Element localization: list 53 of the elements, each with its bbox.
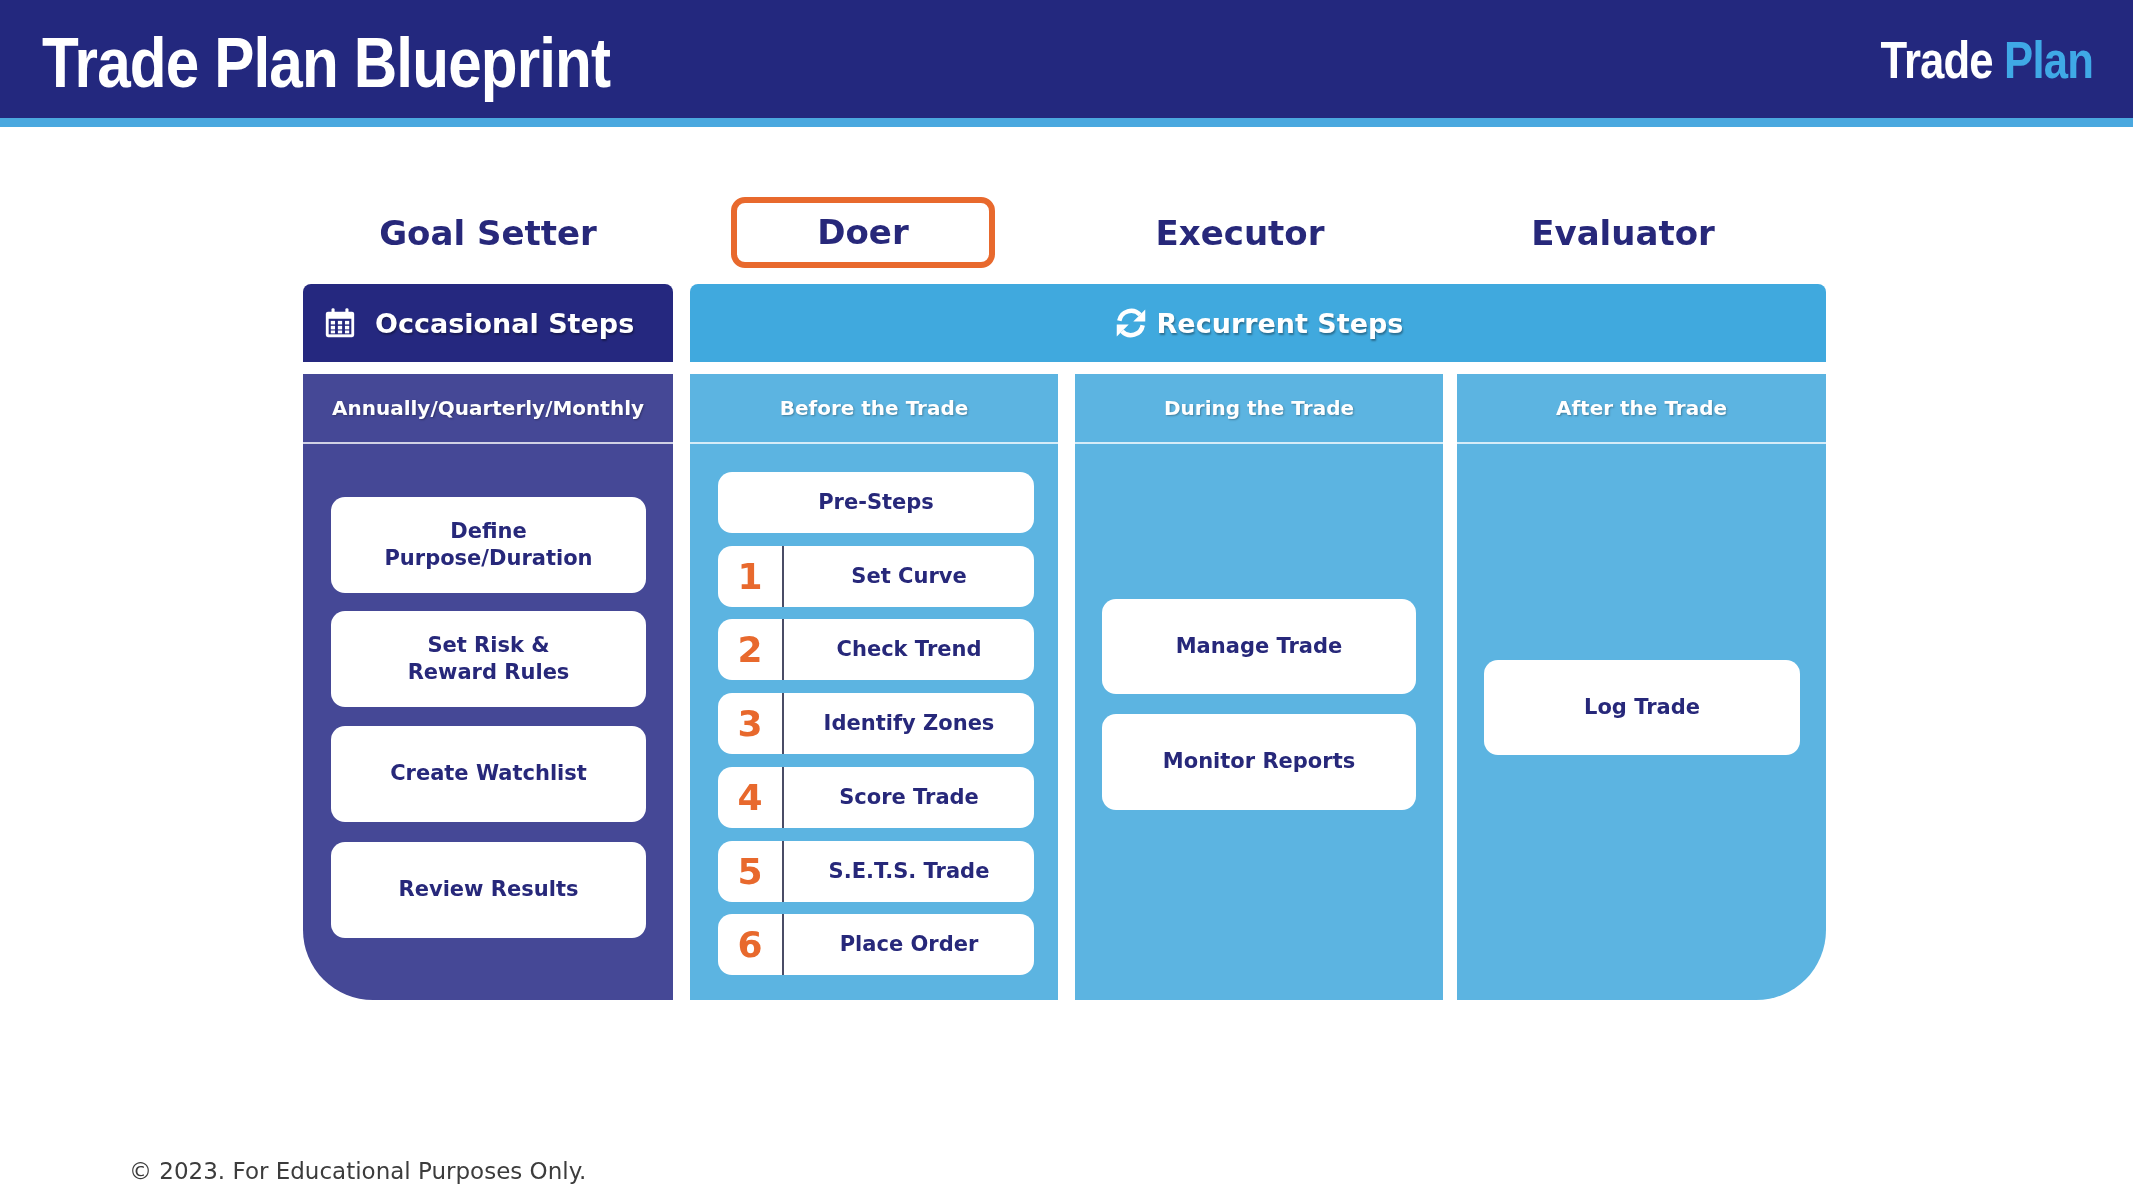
role-heading: Doer [817,212,909,253]
step-card [331,611,646,707]
step-label: S.E.T.S. Trade [828,857,990,885]
column-panel [690,374,1058,1000]
copyright-note: © 2023. For Educational Purposes Only. [129,1158,587,1186]
step-label: Pre-Steps [818,488,934,516]
step-label: Define Purpose/Duration [383,517,594,572]
step-label: Monitor Reports [1162,748,1356,776]
column-panel [1075,374,1443,1000]
highlight-frame [731,197,995,268]
column-heading: Annually/Quarterly/Monthly [331,396,645,420]
step-card [718,693,1034,754]
step-label: Set Curve [851,562,967,590]
step-label: Score Trade [839,783,979,811]
step-number: 1 [737,558,763,595]
column-panel [303,374,673,1000]
step-label: Check Trend [836,635,982,663]
step-number: 6 [737,926,763,963]
step-label: Review Results [398,876,579,904]
step-number: 3 [737,705,763,742]
step-card [1484,660,1800,755]
step-card [331,842,646,938]
step-number: 5 [737,853,763,890]
step-card [331,497,646,593]
step-card [718,546,1034,607]
role-heading: Evaluator [1531,212,1715,254]
step-label: Manage Trade [1175,632,1343,660]
role-heading: Executor [1155,212,1325,254]
column-heading: After the Trade [1555,396,1728,420]
step-card [1102,714,1416,810]
step-number: 4 [737,779,763,816]
step-card [718,914,1034,975]
step-card [1102,599,1416,694]
section-title: Trade Plan [1880,34,2093,86]
header-band [690,284,1826,362]
band-title: Occasional Steps [375,307,635,339]
step-label: Log Trade [1584,693,1700,721]
step-label: Place Order [839,930,979,958]
column-panel [1457,374,1826,1000]
role-heading: Goal Setter [379,212,597,254]
step-card [718,472,1034,533]
step-card [718,619,1034,680]
step-card [331,726,646,822]
step-number: 2 [737,631,763,668]
step-label: Identify Zones [823,709,995,737]
header-band [303,284,673,362]
step-label: Create Watchlist [390,760,587,788]
band-title: Recurrent Steps [1156,307,1404,339]
column-heading: During the Trade [1163,396,1355,420]
step-label: Set Risk & Reward Rules [406,631,571,686]
step-card [718,841,1034,902]
step-card [718,767,1034,828]
column-heading: Before the Trade [779,396,969,420]
